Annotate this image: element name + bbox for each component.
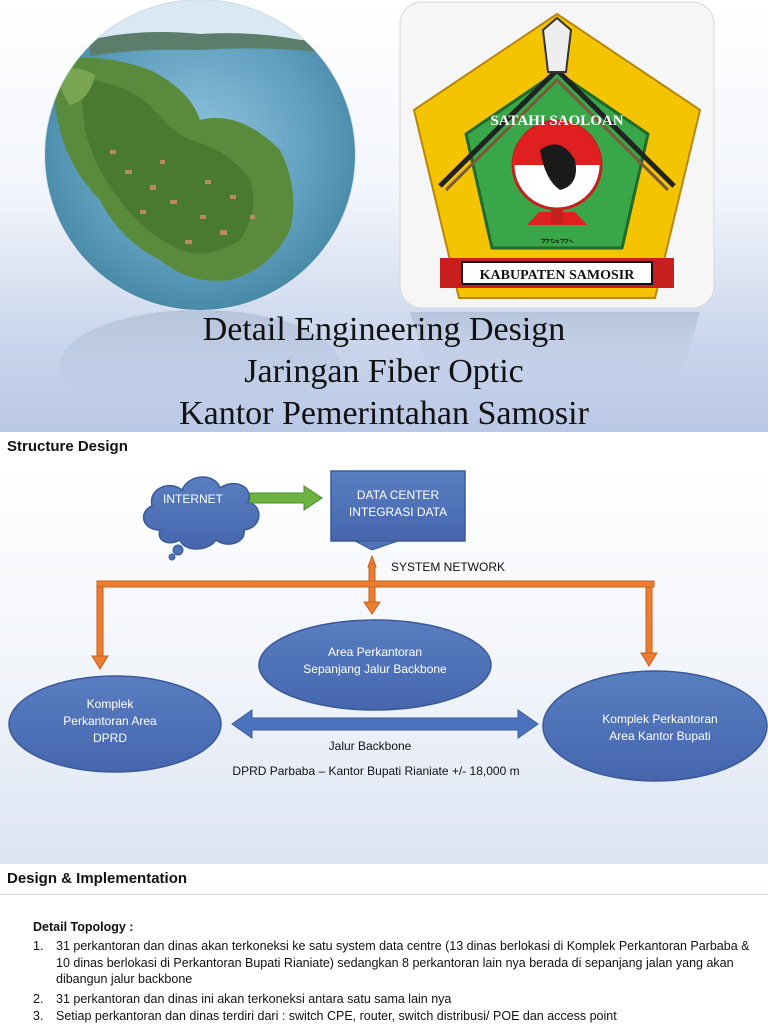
bupati-node: Komplek Perkantoran Area Kantor Bupati [542,670,768,782]
structure-design-header: Structure Design [0,432,768,465]
detail-topology-section: Detail Topology : 1. 31 perkantoran dan … [0,895,768,1024]
diagram-canvas: INTERNET DATA CENTER INTEGRASI DATA SYST… [8,470,768,782]
backbone-double-arrow [231,709,539,739]
title-line-3: Kantor Pemerintahan Samosir [179,395,589,432]
data-center-node: DATA CENTER INTEGRASI DATA [330,470,466,551]
dprd-label-1: Komplek [87,697,135,711]
island-photo [44,0,356,311]
list-item-number: 1. [33,939,44,953]
logo-script-text: ᯂᯗᯂ᯲ [540,236,573,246]
title-line-1: Detail Engineering Design [202,311,566,348]
dprd-node: Komplek Perkantoran Area DPRD [8,675,222,773]
list-item-text: 31 perkantoran dan dinas akan terkoneksi… [56,939,750,986]
detail-topology-heading: Detail Topology : [33,920,134,934]
list-item-text: Setiap perkantoran dan dinas terdiri dar… [56,1009,617,1023]
design-implementation-header: Design & Implementation [0,864,768,895]
data-center-label-2: INTEGRASI DATA [349,505,447,519]
list-item-number: 2. [33,992,44,1006]
internet-label: INTERNET [163,492,224,506]
bupati-label-1: Komplek Perkantoran [602,712,717,726]
title-header: SATAHI SAOLOAN ᯂᯗᯂ᯲ KABUPATEN SAMOSIR De… [0,0,768,432]
area-backbone-label-2: Sepanjang Jalur Backbone [303,662,447,676]
area-backbone-node: Area Perkantoran Sepanjang Jalur Backbon… [258,619,492,711]
network-structure-diagram: INTERNET DATA CENTER INTEGRASI DATA SYST… [0,464,768,864]
green-arrow [249,485,323,511]
area-backbone-label-1: Area Perkantoran [328,645,422,659]
dprd-label-2: Perkantoran Area [63,714,157,728]
list-item-text: 31 perkantoran dan dinas ini akan terkon… [56,992,452,1006]
list-item-number: 3. [33,1009,44,1023]
logo-reflection [410,312,700,380]
jalur-backbone-label: Jalur Backbone [329,739,412,753]
title-line-2: Jaringan Fiber Optic [244,353,524,390]
logo-banner-text: KABUPATEN SAMOSIR [480,268,636,283]
internet-cloud: INTERNET [142,476,260,561]
design-implementation-title: Design & Implementation [7,870,188,887]
logo-motto: SATAHI SAOLOAN [490,113,623,129]
kabupaten-samosir-logo: SATAHI SAOLOAN ᯂᯗᯂ᯲ KABUPATEN SAMOSIR [399,1,715,309]
structure-design-title: Structure Design [7,438,128,455]
bupati-label-2: Area Kantor Bupati [609,729,710,743]
orange-connectors [91,554,658,670]
system-network-label: SYSTEM NETWORK [391,560,505,574]
photo-reflection [60,310,340,420]
data-center-label-1: DATA CENTER [357,488,440,502]
dprd-label-3: DPRD [93,731,127,745]
header-artwork: SATAHI SAOLOAN ᯂᯗᯂ᯲ KABUPATEN SAMOSIR [44,0,715,420]
distance-label: DPRD Parbaba – Kantor Bupati Rianiate +/… [232,764,519,778]
